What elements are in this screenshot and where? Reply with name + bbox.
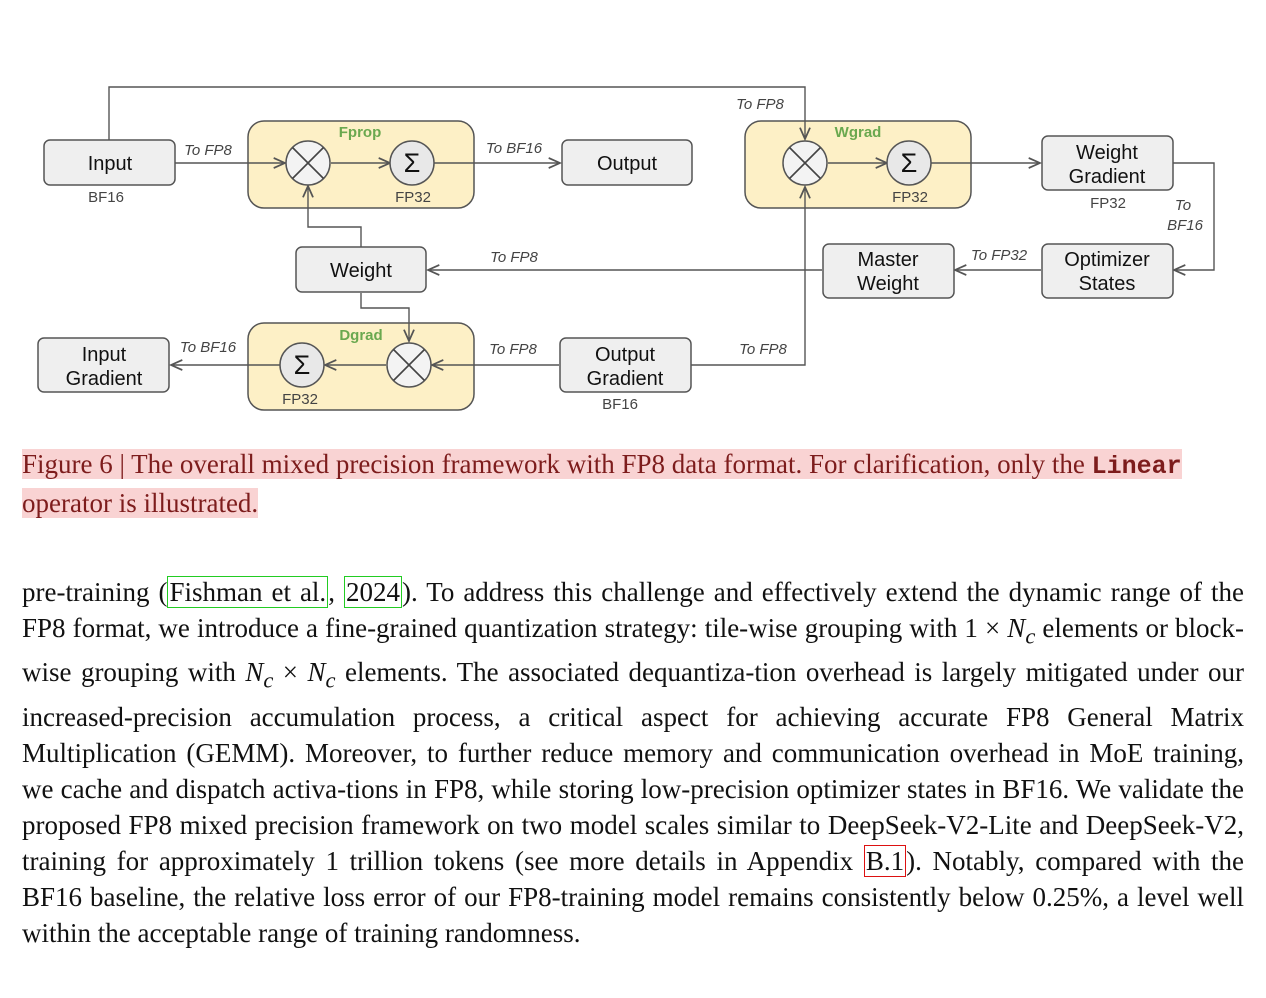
math-sub-c: c: [263, 667, 274, 693]
appendix-ref-link[interactable]: B.1: [863, 844, 907, 877]
body-text-1: pre-training (: [22, 577, 168, 607]
edge-label-master-weight: To FP8: [490, 249, 538, 266]
edge-weight-to-dgrad: [360, 293, 409, 341]
caption-code: Linear: [1091, 452, 1182, 481]
figure-caption: Figure 6 | The overall mixed precision f…: [22, 446, 1244, 521]
input-node: [43, 139, 176, 186]
output-node: [561, 139, 693, 186]
body-text-4: elements or block-wise grouping with: [22, 613, 1244, 688]
weight-gradient-label-1: Weight: [1076, 142, 1138, 164]
sum-icon: Σ: [901, 148, 918, 178]
body-text-2: ,: [328, 577, 344, 607]
edge-weight-gradient-to-optimizer: [1173, 162, 1215, 270]
dgrad-label: Dgrad: [339, 327, 382, 344]
edge-output-gradient-to-wgrad: [691, 187, 805, 366]
body-text-7: ). Notably, compared with the BF16 basel…: [22, 845, 1244, 948]
body-text-3: ). To address this challenge and effecti…: [22, 577, 1245, 643]
master-weight-node: [822, 243, 955, 299]
edge-label-wg-optimizer-1: To: [1175, 197, 1191, 214]
output-gradient-node: [559, 337, 692, 393]
edge-weight-to-fprop: [308, 186, 362, 247]
multiply-icon: [788, 146, 822, 180]
body-paragraph: pre-training (Fishman et al., 2024). To …: [22, 574, 1244, 951]
figure-label: Figure 6 |: [22, 449, 132, 479]
caption-text-1: The overall mixed precision framework wi…: [131, 449, 1092, 479]
edge-label-input-fprop: To FP8: [184, 142, 232, 159]
fprop-acc-precision: FP32: [395, 189, 431, 206]
optimizer-states-node: [1041, 243, 1174, 299]
math-sub-c: c: [1025, 623, 1036, 649]
edge-label-input-wgrad: To FP8: [736, 96, 784, 113]
edge-label-output-gradient-dgrad: To FP8: [489, 341, 537, 358]
master-weight-label-1: Master: [857, 249, 918, 271]
input-gradient-label-2: Gradient: [66, 368, 143, 390]
output-gradient-label-1: Output: [595, 344, 655, 366]
edge-label-dgrad-input-gradient: To BF16: [180, 339, 237, 356]
sum-icon: Σ: [404, 148, 421, 178]
fprop-sum-op: [389, 140, 435, 186]
input-precision: BF16: [88, 189, 124, 206]
multiply-icon: [291, 146, 325, 180]
sum-icon: Σ: [294, 350, 311, 380]
input-gradient-node: [37, 337, 170, 393]
weight-gradient-node: [1041, 135, 1174, 191]
multiply-icon: [392, 348, 426, 382]
math-n: N: [1007, 613, 1026, 643]
mixed-precision-diagram: Fprop Wgrad Dgrad Input Output Weight We…: [37, 86, 1215, 413]
optimizer-states-label-2: States: [1079, 273, 1136, 295]
math-sub-c: c: [325, 667, 336, 693]
wgrad-acc-precision: FP32: [892, 189, 928, 206]
edge-label-output-gradient-wgrad: To FP8: [739, 341, 787, 358]
edge-input-to-wgrad: [108, 86, 805, 140]
citation-author-link[interactable]: Fishman et al.: [167, 576, 329, 608]
weight-node: [295, 246, 427, 293]
body-text-5: ×: [273, 657, 308, 688]
wgrad-label: Wgrad: [835, 124, 882, 141]
weight-gradient-label-2: Gradient: [1069, 166, 1146, 188]
master-weight-label-2: Weight: [857, 273, 919, 295]
dgrad-sum-op: [279, 342, 325, 388]
citation-year-link[interactable]: 2024: [343, 576, 402, 608]
math-n: N: [245, 657, 264, 688]
optimizer-states-label-1: Optimizer: [1064, 249, 1150, 271]
output-node-label: Output: [597, 153, 657, 175]
output-gradient-label-2: Gradient: [587, 368, 664, 390]
wgrad-sum-op: [886, 140, 932, 186]
output-gradient-precision: BF16: [602, 396, 638, 413]
input-node-label: Input: [88, 153, 133, 175]
edge-label-fprop-output: To BF16: [486, 140, 543, 157]
dgrad-acc-precision: FP32: [282, 391, 318, 408]
math-n: N: [307, 657, 326, 688]
caption-text-2: operator is illustrated.: [22, 488, 259, 518]
fprop-label: Fprop: [339, 124, 382, 141]
input-gradient-label-1: Input: [82, 344, 127, 366]
edge-label-optimizer-master: To FP32: [971, 247, 1028, 264]
weight-node-label: Weight: [330, 260, 392, 282]
body-text-6: elements. The associated dequantiza-­tio…: [22, 657, 1244, 876]
edge-label-wg-optimizer-2: BF16: [1167, 217, 1204, 234]
weight-gradient-precision: FP32: [1090, 195, 1126, 212]
